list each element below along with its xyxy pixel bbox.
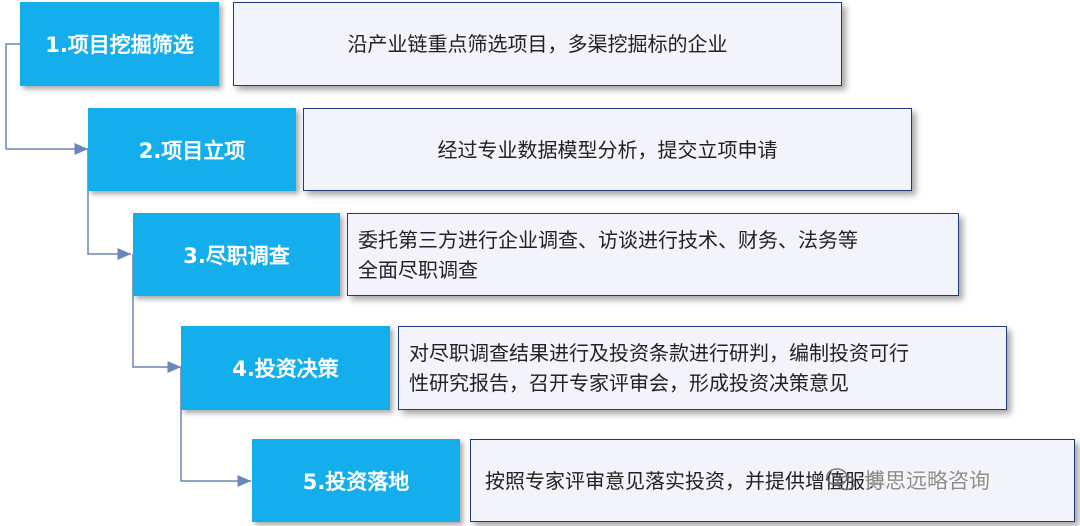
wechat-icon bbox=[826, 468, 856, 491]
step-1-description: 沿产业链重点筛选项目，多渠挖掘标的企业 bbox=[233, 2, 842, 86]
step-1-desc-line-1: 沿产业链重点筛选项目，多渠挖掘标的企业 bbox=[347, 32, 728, 56]
step-3-desc-line-1: 委托第三方进行企业调查、访谈进行技术、财务、法务等 bbox=[358, 227, 858, 252]
step-3-label: 3.尽职调查 bbox=[183, 243, 290, 268]
step-1-label: 1.项目挖掘筛选 bbox=[45, 33, 194, 57]
step-2-label: 2.项目立项 bbox=[138, 138, 246, 163]
step-5-description: 按照专家评审意见落实投资，并提供增值服务 bbox=[470, 439, 1075, 522]
watermark: 博思远略咨询 bbox=[826, 462, 990, 498]
step-4-box: 4.投资决策 bbox=[181, 326, 390, 410]
step-1-box: 1.项目挖掘筛选 bbox=[20, 2, 219, 86]
step-3-description: 委托第三方进行企业调查、访谈进行技术、财务、法务等 全面尽职调查 bbox=[347, 213, 959, 296]
step-5-label: 5.投资落地 bbox=[302, 469, 410, 494]
step-5-box: 5.投资落地 bbox=[252, 439, 460, 522]
step-2-description: 经过专业数据模型分析，提交立项申请 bbox=[303, 108, 912, 191]
step-4-desc-line-2: 性研究报告，召开专家评审会，形成投资决策意见 bbox=[409, 371, 849, 395]
step-4-desc-line-1: 对尽职调查结果进行及投资条款进行研判，编制投资可行 bbox=[409, 341, 909, 365]
step-4-label: 4.投资决策 bbox=[232, 357, 339, 381]
watermark-text: 博思远略咨询 bbox=[864, 469, 990, 493]
step-2-desc-line-1: 经过专业数据模型分析，提交立项申请 bbox=[437, 137, 778, 162]
step-3-box: 3.尽职调查 bbox=[133, 213, 340, 296]
step-5-desc-line-1: 按照专家评审意见落实投资，并提供增值服务 bbox=[485, 468, 885, 493]
step-2-box: 2.项目立项 bbox=[88, 108, 296, 191]
step-3-desc-line-2: 全面尽职调查 bbox=[358, 257, 478, 282]
step-4-description: 对尽职调查结果进行及投资条款进行研判，编制投资可行 性研究报告，召开专家评审会，… bbox=[398, 326, 1007, 410]
